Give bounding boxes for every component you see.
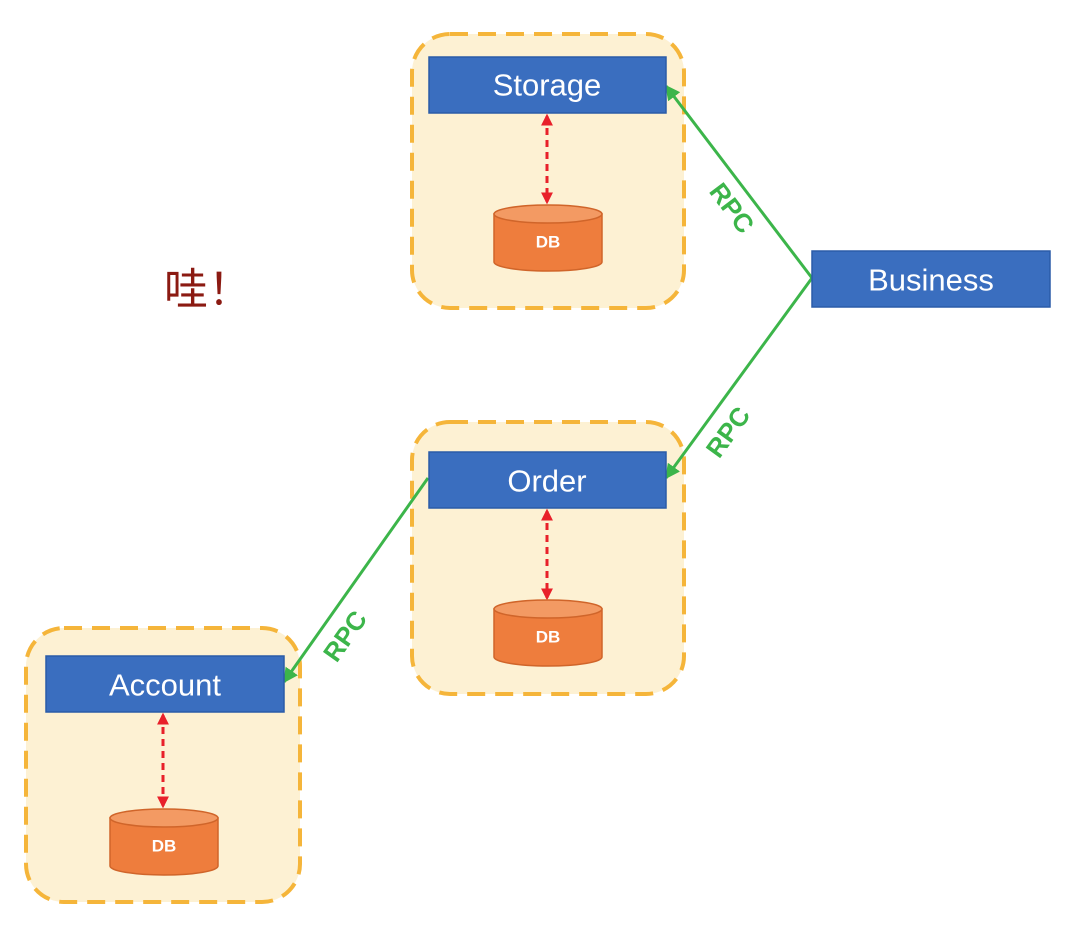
order-db-label: DB <box>536 628 561 647</box>
rpc-order-account-line <box>282 477 430 684</box>
exclamation-text: 哇！ <box>164 265 252 316</box>
rpc-label-business-storage: RPC <box>703 177 760 239</box>
order-service <box>428 451 667 509</box>
account-db-label: DB <box>152 837 177 856</box>
business-service-label: Business <box>868 263 994 298</box>
rpc-label-business-order: RPC <box>700 401 757 463</box>
account-service <box>45 655 285 713</box>
rpc-business-storage-line <box>664 84 814 279</box>
account-service-label: Account <box>109 668 221 703</box>
order-service-label: Order <box>507 464 586 499</box>
storage-service-label: Storage <box>493 68 602 103</box>
rpc-label-order-account: RPC <box>317 605 373 667</box>
business-service <box>811 250 1051 308</box>
storage-db-cylinder-icon <box>493 204 603 272</box>
account-db-cylinder-icon <box>109 808 219 876</box>
rpc-business-order-line <box>664 277 814 480</box>
storage-service <box>428 56 667 114</box>
storage-db-label: DB <box>536 233 561 252</box>
order-db-cylinder-icon <box>493 599 603 667</box>
